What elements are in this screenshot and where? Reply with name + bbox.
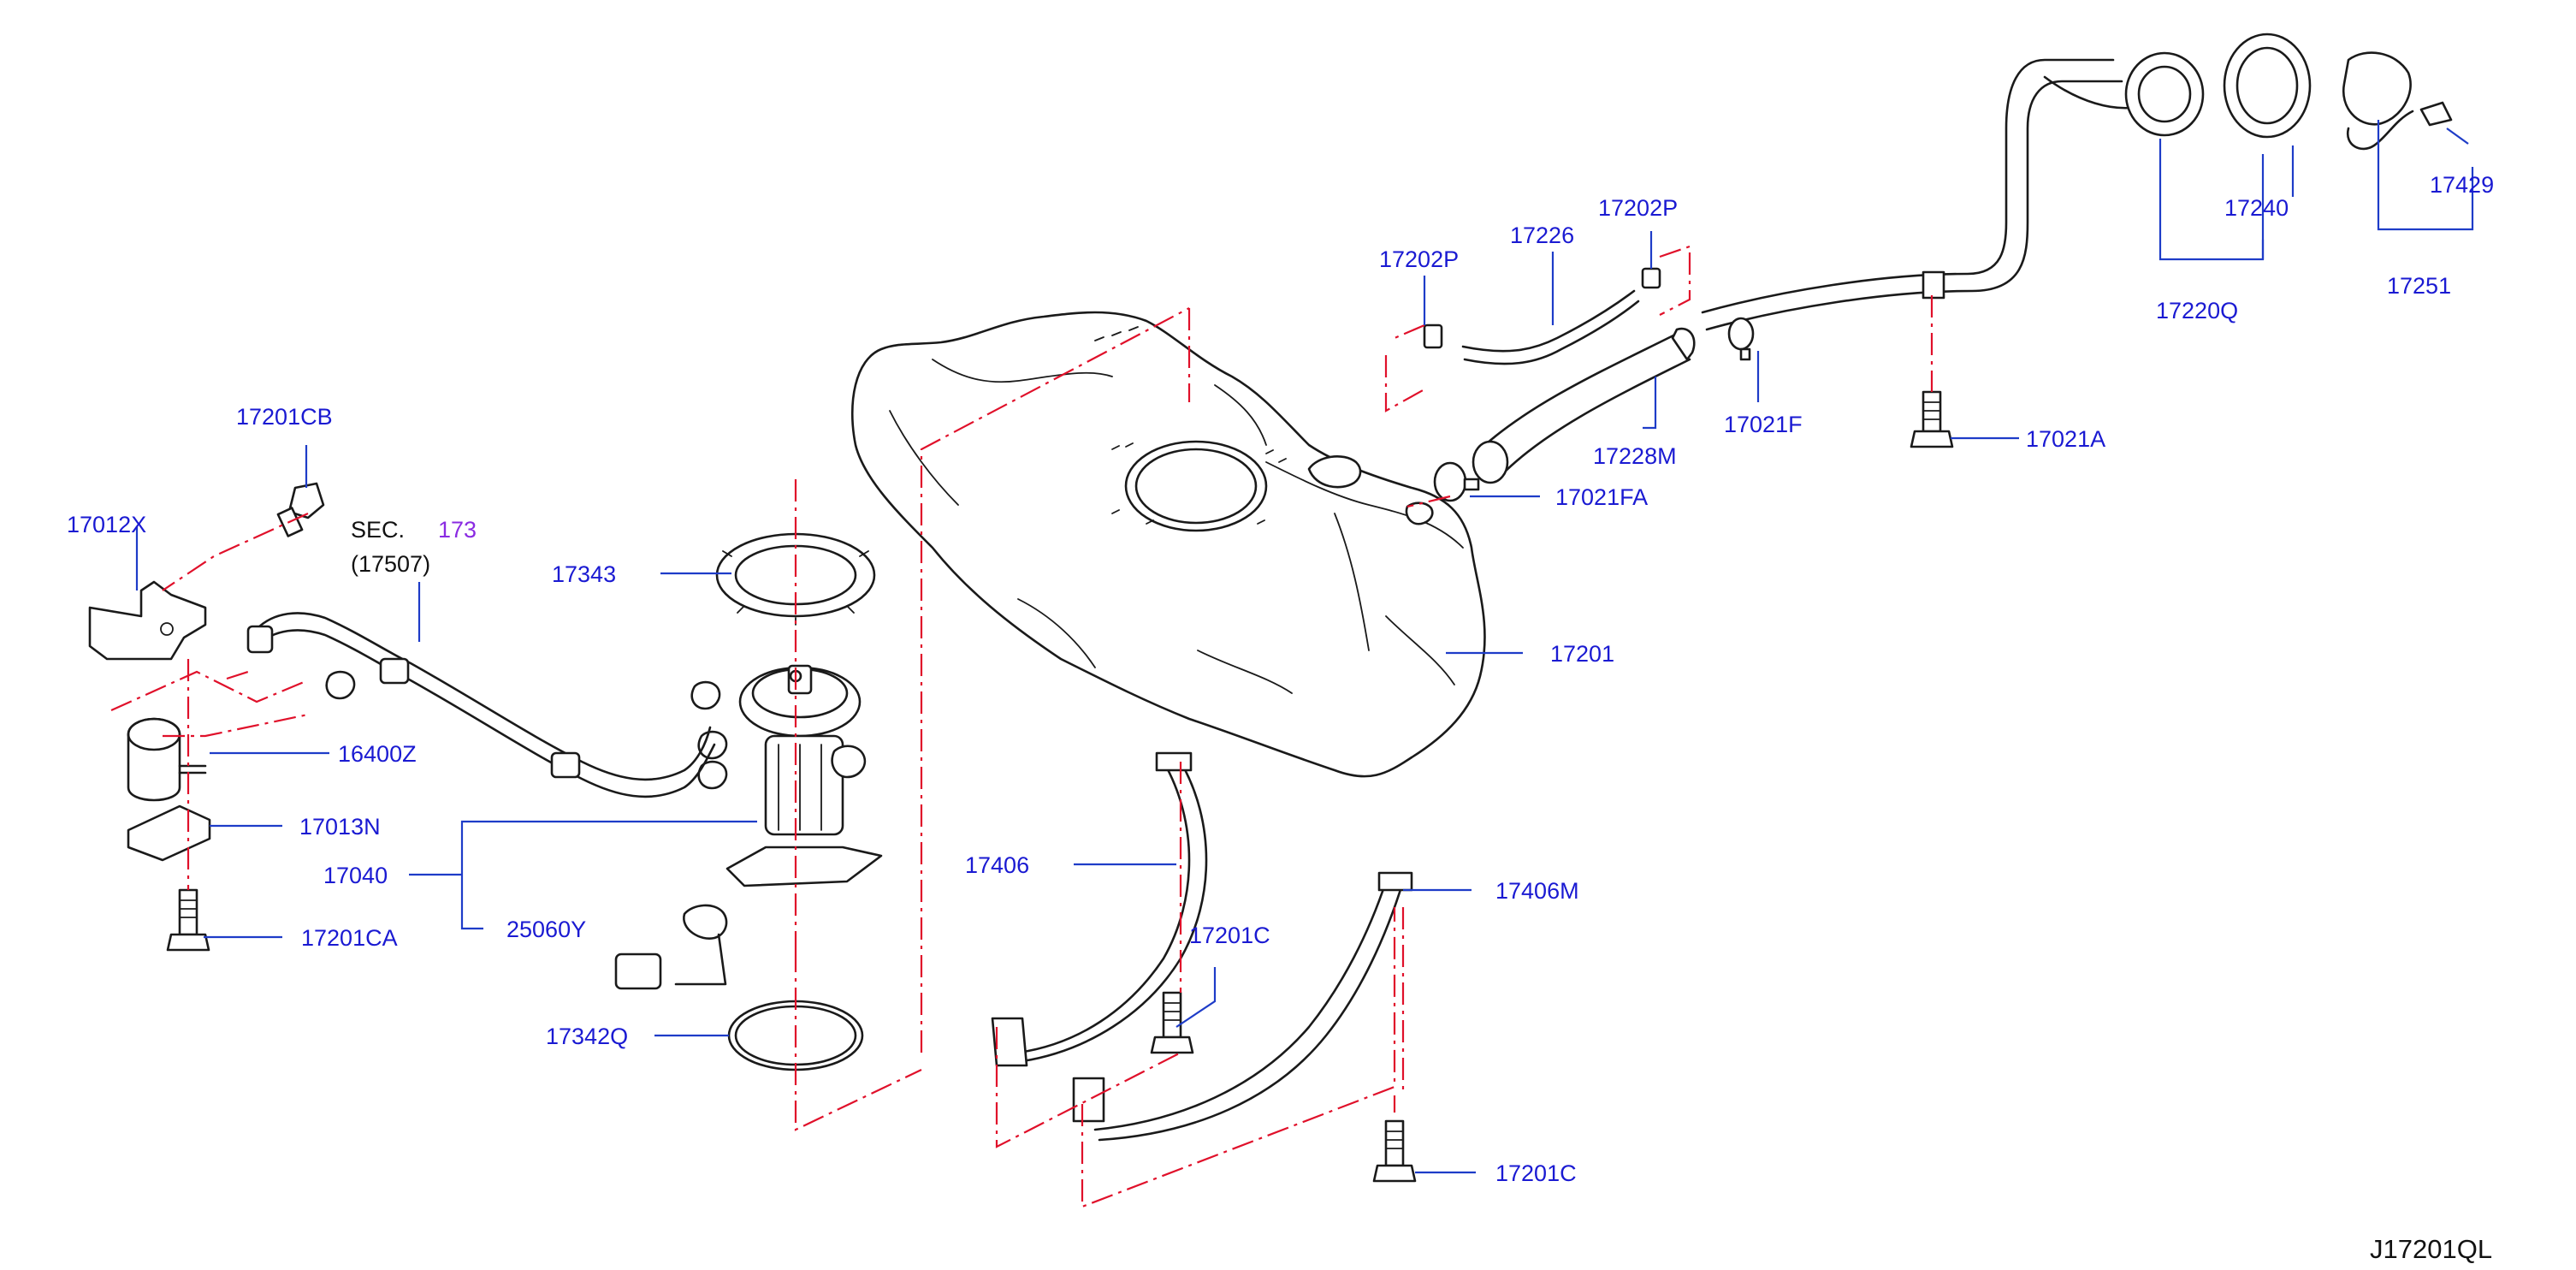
fuel-filter-drawing <box>127 717 207 802</box>
bolt-17201cb-drawing <box>276 482 325 537</box>
callout-17201c-upper: 17201C <box>1189 923 1270 948</box>
callout-17021a: 17021A <box>2026 426 2105 452</box>
callout-17201: 17201 <box>1550 641 1614 667</box>
callout-17202p-left: 17202P <box>1379 246 1459 272</box>
section-sub: (17507) <box>351 551 430 577</box>
callout-17251: 17251 <box>2387 273 2451 299</box>
section-number: 173 <box>438 517 477 543</box>
leader-lines <box>135 120 2474 1174</box>
clamp-17021fa-drawing <box>1433 461 1480 502</box>
section-reference: SEC. 173 (17507) <box>351 517 477 642</box>
callout-17012x: 17012X <box>67 512 146 537</box>
callout-17228m: 17228M <box>1593 443 1677 469</box>
callout-25060y: 25060Y <box>506 917 586 942</box>
callout-17040: 17040 <box>323 863 388 888</box>
seal-17240-drawing <box>2223 33 2312 139</box>
callout-17201ca: 17201CA <box>301 925 398 951</box>
callout-17013n: 17013N <box>299 814 381 840</box>
callout-17201cb: 17201CB <box>236 404 333 430</box>
filler-tube-drawing <box>1701 58 2141 331</box>
callout-17220q: 17220Q <box>2156 298 2238 323</box>
callout-17021fa: 17021FA <box>1555 484 1648 510</box>
bracket-17012x-drawing <box>88 580 207 661</box>
callout-17429: 17429 <box>2430 172 2494 198</box>
hose-17228m-drawing <box>1472 327 1696 484</box>
drawing-code: J17201QL <box>2370 1234 2492 1264</box>
callout-17021f: 17021F <box>1724 412 1803 437</box>
section-prefix: SEC. <box>351 517 405 543</box>
bolt-17201ca-drawing <box>166 888 210 952</box>
bolt-17201c-lower-drawing <box>1372 1119 1417 1183</box>
callout-17342q: 17342Q <box>546 1024 628 1049</box>
hose-17226-drawing <box>1423 267 1661 365</box>
filler-neck-17220q-drawing <box>2124 51 2205 137</box>
filler-cap-17251-drawing <box>2342 51 2453 151</box>
assembly-dash-lines <box>110 245 1933 1208</box>
callout-17343: 17343 <box>552 561 616 587</box>
callout-17406m: 17406M <box>1495 878 1579 904</box>
clamp-17021f-drawing <box>1727 317 1755 361</box>
tank-strap-17406m-drawing <box>1072 871 1413 1142</box>
callout-17240: 17240 <box>2224 195 2289 221</box>
bolt-17021a-drawing <box>1910 390 1954 448</box>
protector-17013n-drawing <box>127 804 211 862</box>
callout-labels: 17201CB 17012X 16400Z 17013N 17040 17201… <box>67 172 2494 1186</box>
callout-17406: 17406 <box>965 852 1029 878</box>
bolt-17201c-upper-drawing <box>1150 991 1194 1054</box>
fuel-level-sender-drawing <box>614 904 728 990</box>
callout-16400z: 16400Z <box>338 741 417 767</box>
callout-17201c-lower: 17201C <box>1495 1160 1577 1186</box>
fuel-tank-drawing <box>850 311 1486 778</box>
fuel-feed-tube-drawing <box>246 612 716 798</box>
callout-17226: 17226 <box>1510 223 1574 248</box>
callout-17202p-right: 17202P <box>1598 195 1678 221</box>
fuel-pump-module-drawing <box>690 664 883 887</box>
tank-strap-17406-drawing <box>991 751 1208 1067</box>
